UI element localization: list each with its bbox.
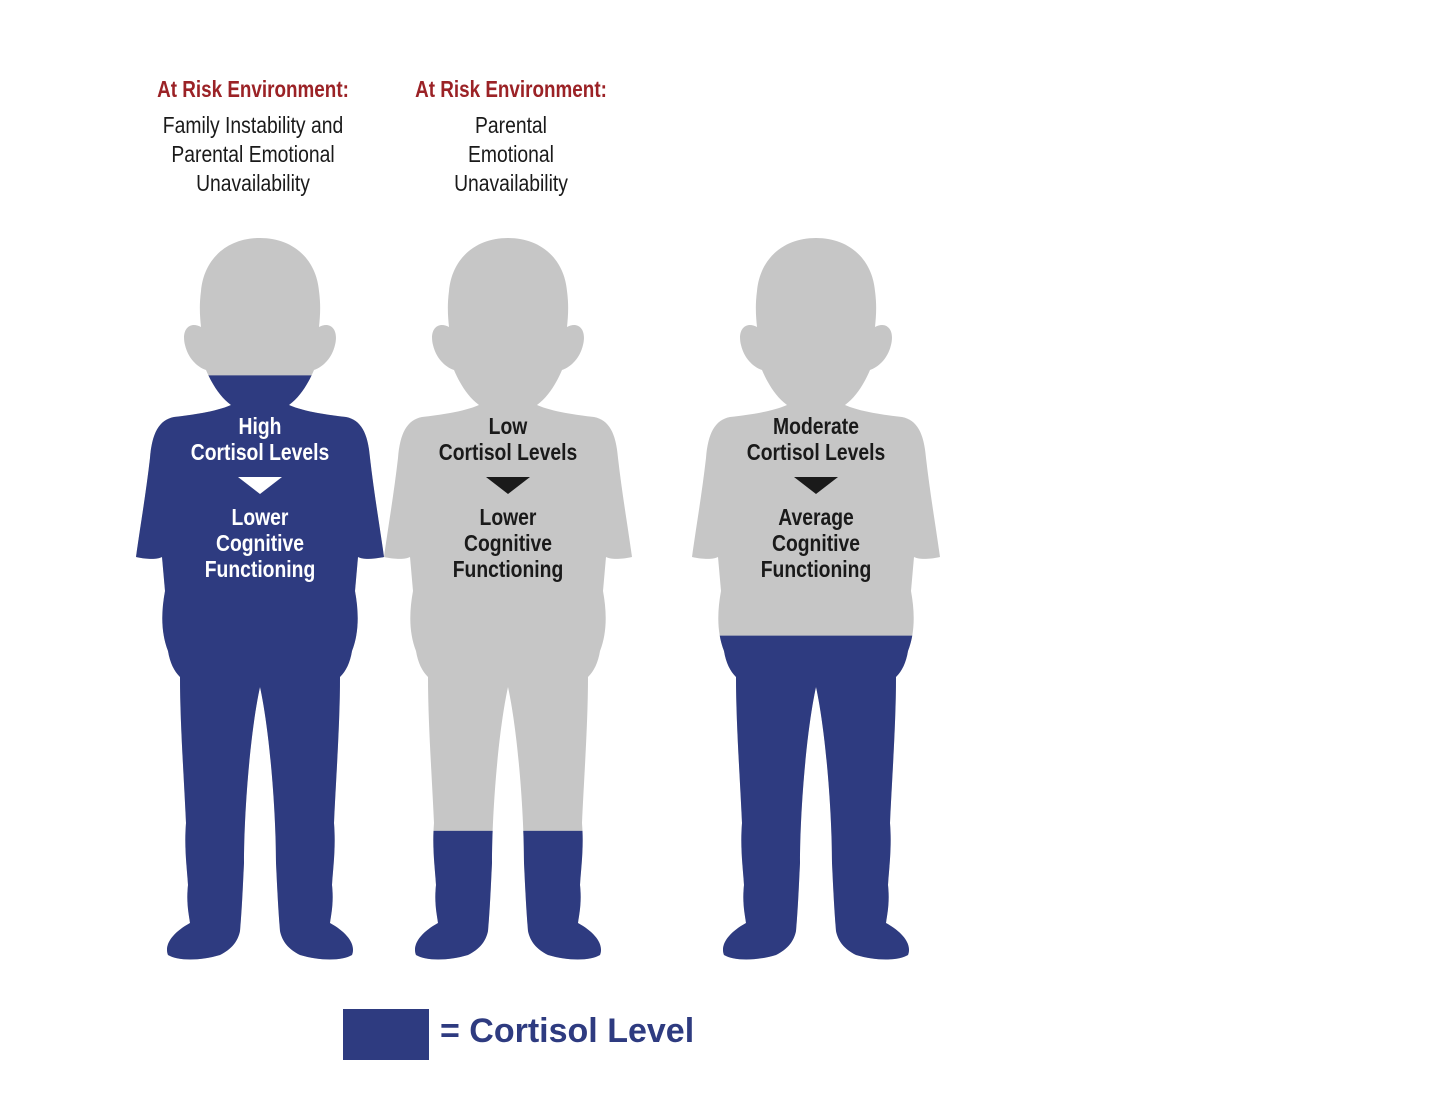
figure-3-silhouette — [692, 238, 940, 960]
figure-1-outcome-line-3: Functioning — [204, 556, 316, 582]
figure-1-labels: High Cortisol Levels Lower Cognitive Fun… — [140, 413, 380, 582]
figure-1-description-line-3: Unavailability — [196, 170, 310, 196]
figure-1-description-line-1: Family Instability and — [162, 112, 344, 138]
figure-3-cortisol-line-1: Moderate — [773, 413, 859, 439]
figure-1-risk-heading: At Risk Environment: — [157, 76, 349, 102]
figure-2-labels: Low Cortisol Levels Lower Cognitive Func… — [388, 413, 628, 582]
figure-3 — [692, 238, 940, 960]
figure-1-outcome-line-2: Cognitive — [215, 530, 305, 556]
figure-2-header: At Risk Environment: Parental Emotional … — [361, 76, 661, 198]
figure-1-description: Family Instability and Parental Emotiona… — [127, 111, 379, 198]
figure-3-cortisol-fill — [692, 635, 940, 960]
figure-3-cortisol-line-2: Cortisol Levels — [746, 439, 886, 465]
figure-1-down-arrow-icon — [238, 477, 282, 494]
figure-2-outcome-line-1: Lower — [479, 504, 537, 530]
figure-2-description-line-2: Emotional — [468, 141, 554, 167]
figure-2-cortisol-line-1: Low — [488, 413, 528, 439]
figure-2-risk-heading: At Risk Environment: — [415, 76, 607, 102]
figure-2-cortisol-line-2: Cortisol Levels — [438, 439, 578, 465]
legend-swatch — [343, 1009, 429, 1060]
figure-2-outcome-line-3: Functioning — [452, 556, 564, 582]
legend-label: = Cortisol Level — [440, 1012, 695, 1050]
figure-3-outcome-line-3: Functioning — [760, 556, 872, 582]
figure-3-outcome-line-1: Average — [778, 504, 854, 530]
figure-2-description-line-1: Parental — [475, 112, 547, 138]
figure-3-outcome-line-2: Cognitive — [771, 530, 861, 556]
figure-2 — [384, 238, 632, 960]
figure-1-cortisol-line-1: High — [238, 413, 282, 439]
figure-1-header: At Risk Environment: Family Instability … — [103, 76, 403, 198]
figure-1 — [136, 238, 384, 960]
figure-2-cortisol-fill — [384, 830, 632, 960]
figure-2-description-line-3: Unavailability — [454, 170, 568, 196]
figure-1-description-line-2: Parental Emotional — [171, 141, 335, 167]
figure-3-labels: Moderate Cortisol Levels Average Cogniti… — [696, 413, 936, 582]
figure-2-down-arrow-icon — [486, 477, 530, 494]
figure-2-description: Parental Emotional Unavailability — [385, 111, 637, 198]
figure-1-outcome-line-1: Lower — [231, 504, 289, 530]
figure-2-outcome-line-2: Cognitive — [463, 530, 553, 556]
figure-2-silhouette — [384, 238, 632, 960]
figure-1-cortisol-line-2: Cortisol Levels — [190, 439, 330, 465]
figure-3-down-arrow-icon — [794, 477, 838, 494]
